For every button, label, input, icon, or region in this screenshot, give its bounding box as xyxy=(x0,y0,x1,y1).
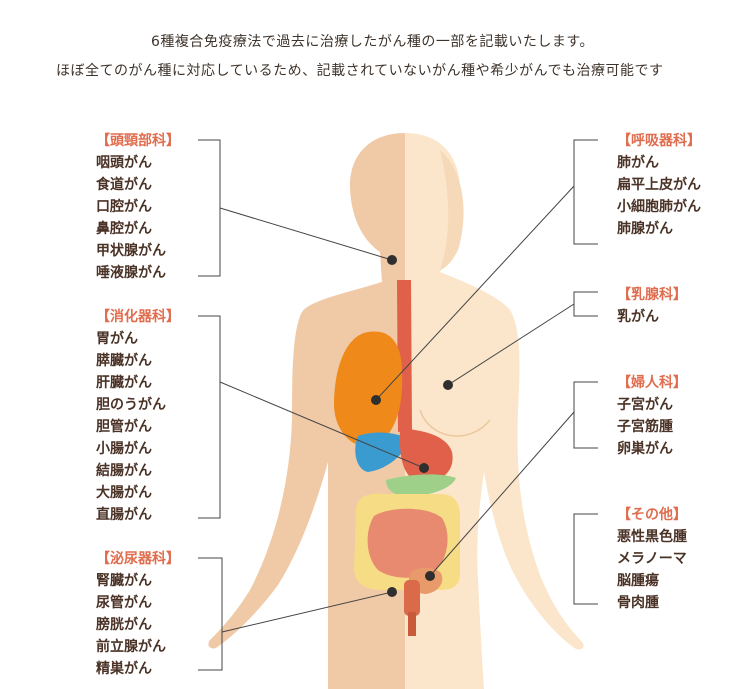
cancer-item: 肺腺がん xyxy=(617,221,673,237)
bracket-gyn xyxy=(573,381,598,449)
cancer-item: 小細胞肺がん xyxy=(617,199,701,215)
stomach-organ xyxy=(399,428,453,482)
leader-gyn xyxy=(429,411,575,577)
cancer-item: 骨肉腫 xyxy=(617,595,659,611)
small-intestine-organ xyxy=(367,508,448,578)
cancer-item: 乳がん xyxy=(617,309,659,325)
group-title: 【呼吸器科】 xyxy=(617,133,701,149)
point-throat xyxy=(387,255,397,265)
cancer-item: 肝臓がん xyxy=(96,375,152,391)
leader-breast xyxy=(447,303,575,386)
leader-head xyxy=(219,207,393,261)
group-title: 【泌尿器科】 xyxy=(96,551,180,567)
cancer-item: 扁平上皮がん xyxy=(617,177,701,193)
cancer-item: 甲状腺がん xyxy=(96,243,166,259)
point-lung xyxy=(371,395,381,405)
cancer-item: 膵臓がん xyxy=(96,353,152,369)
point-uterus xyxy=(425,571,435,581)
cancer-item: 食道がん xyxy=(96,177,152,193)
bracket-other xyxy=(573,513,598,605)
cancer-item: 精巣がん xyxy=(96,661,152,677)
body-right-half xyxy=(405,133,584,689)
cancer-item: 小腸がん xyxy=(96,441,152,457)
group-respiratory: 【呼吸器科】 肺がん 扁平上皮がん 小細胞肺がん 肺腺がん xyxy=(617,130,701,240)
cancer-item: メラノーマ xyxy=(617,551,687,567)
cancer-item: 尿管がん xyxy=(96,595,152,611)
group-other: 【その他】 悪性黒色腫 メラノーマ 脳腫瘍 骨肉腫 xyxy=(617,504,687,614)
intro-text: 6種複合免疫療法で過去に治療したがん種の一部を記載いたします。 ほぼ全てのがん種… xyxy=(0,0,749,95)
bracket-resp xyxy=(573,139,598,245)
group-urology: 【泌尿器科】 腎臓がん 尿管がん 膀胱がん 前立腺がん 精巣がん xyxy=(96,548,180,680)
group-title: 【婦人科】 xyxy=(617,375,687,391)
bracket-uro xyxy=(198,557,223,671)
intro-line-2: ほぼ全てのがん種に対応しているため、記載されていないがん種や希少がんでも治療可能… xyxy=(56,63,664,79)
cancer-item: 子宮がん xyxy=(617,397,673,413)
cancer-item: 腎臓がん xyxy=(96,573,152,589)
bladder-organ xyxy=(404,580,420,616)
liver-organ xyxy=(334,331,403,447)
cancer-item: 胆のうがん xyxy=(96,397,166,413)
hair-shape xyxy=(440,150,464,270)
cancer-item: 脳腫瘍 xyxy=(617,573,659,589)
cancer-item: 胆管がん xyxy=(96,419,152,435)
cancer-item: 卵巣がん xyxy=(617,441,673,457)
urethra-organ xyxy=(408,612,416,636)
cancer-item: 結腸がん xyxy=(96,463,152,479)
group-gynecology: 【婦人科】 子宮がん 子宮筋腫 卵巣がん xyxy=(617,372,687,460)
cancer-item: 咽頭がん xyxy=(96,155,152,171)
leader-uro xyxy=(221,591,393,633)
cancer-item: 直腸がん xyxy=(96,507,152,523)
cancer-item: 口腔がん xyxy=(96,199,152,215)
breast-contour xyxy=(419,409,491,437)
group-title: 【乳腺科】 xyxy=(617,287,687,303)
leader-digest xyxy=(219,381,425,469)
bracket-breast xyxy=(573,291,598,317)
group-title: 【その他】 xyxy=(617,507,687,523)
cancer-item: 膀胱がん xyxy=(96,617,152,633)
point-bladder xyxy=(387,587,397,597)
point-breast xyxy=(443,380,453,390)
group-title: 【消化器科】 xyxy=(96,309,180,325)
bracket-digest xyxy=(198,315,221,519)
cancer-item: 前立腺がん xyxy=(96,639,166,655)
group-digestive: 【消化器科】 胃がん 膵臓がん 肝臓がん 胆のうがん 胆管がん 小腸がん 結腸が… xyxy=(96,306,180,526)
bracket-head xyxy=(198,139,221,277)
point-stomach xyxy=(419,463,429,473)
group-head-neck: 【頭頸部科】 咽頭がん 食道がん 口腔がん 鼻腔がん 甲状腺がん 唾液腺がん xyxy=(96,130,180,284)
cancer-item: 悪性黒色腫 xyxy=(617,529,687,545)
intro-line-1: 6種複合免疫療法で過去に治療したがん種の一部を記載いたします。 xyxy=(151,34,595,50)
cancer-item: 唾液腺がん xyxy=(96,265,166,281)
leader-resp xyxy=(375,185,575,401)
cancer-item: 子宮筋腫 xyxy=(617,419,673,435)
group-breast: 【乳腺科】 乳がん xyxy=(617,284,687,328)
cancer-item: 鼻腔がん xyxy=(96,221,152,237)
cancer-item: 大腸がん xyxy=(96,485,152,501)
group-title: 【頭頸部科】 xyxy=(96,133,180,149)
pancreas-organ xyxy=(386,474,456,496)
cancer-item: 胃がん xyxy=(96,331,138,347)
gallbladder-organ xyxy=(355,432,410,472)
cancer-item: 肺がん xyxy=(617,155,659,171)
